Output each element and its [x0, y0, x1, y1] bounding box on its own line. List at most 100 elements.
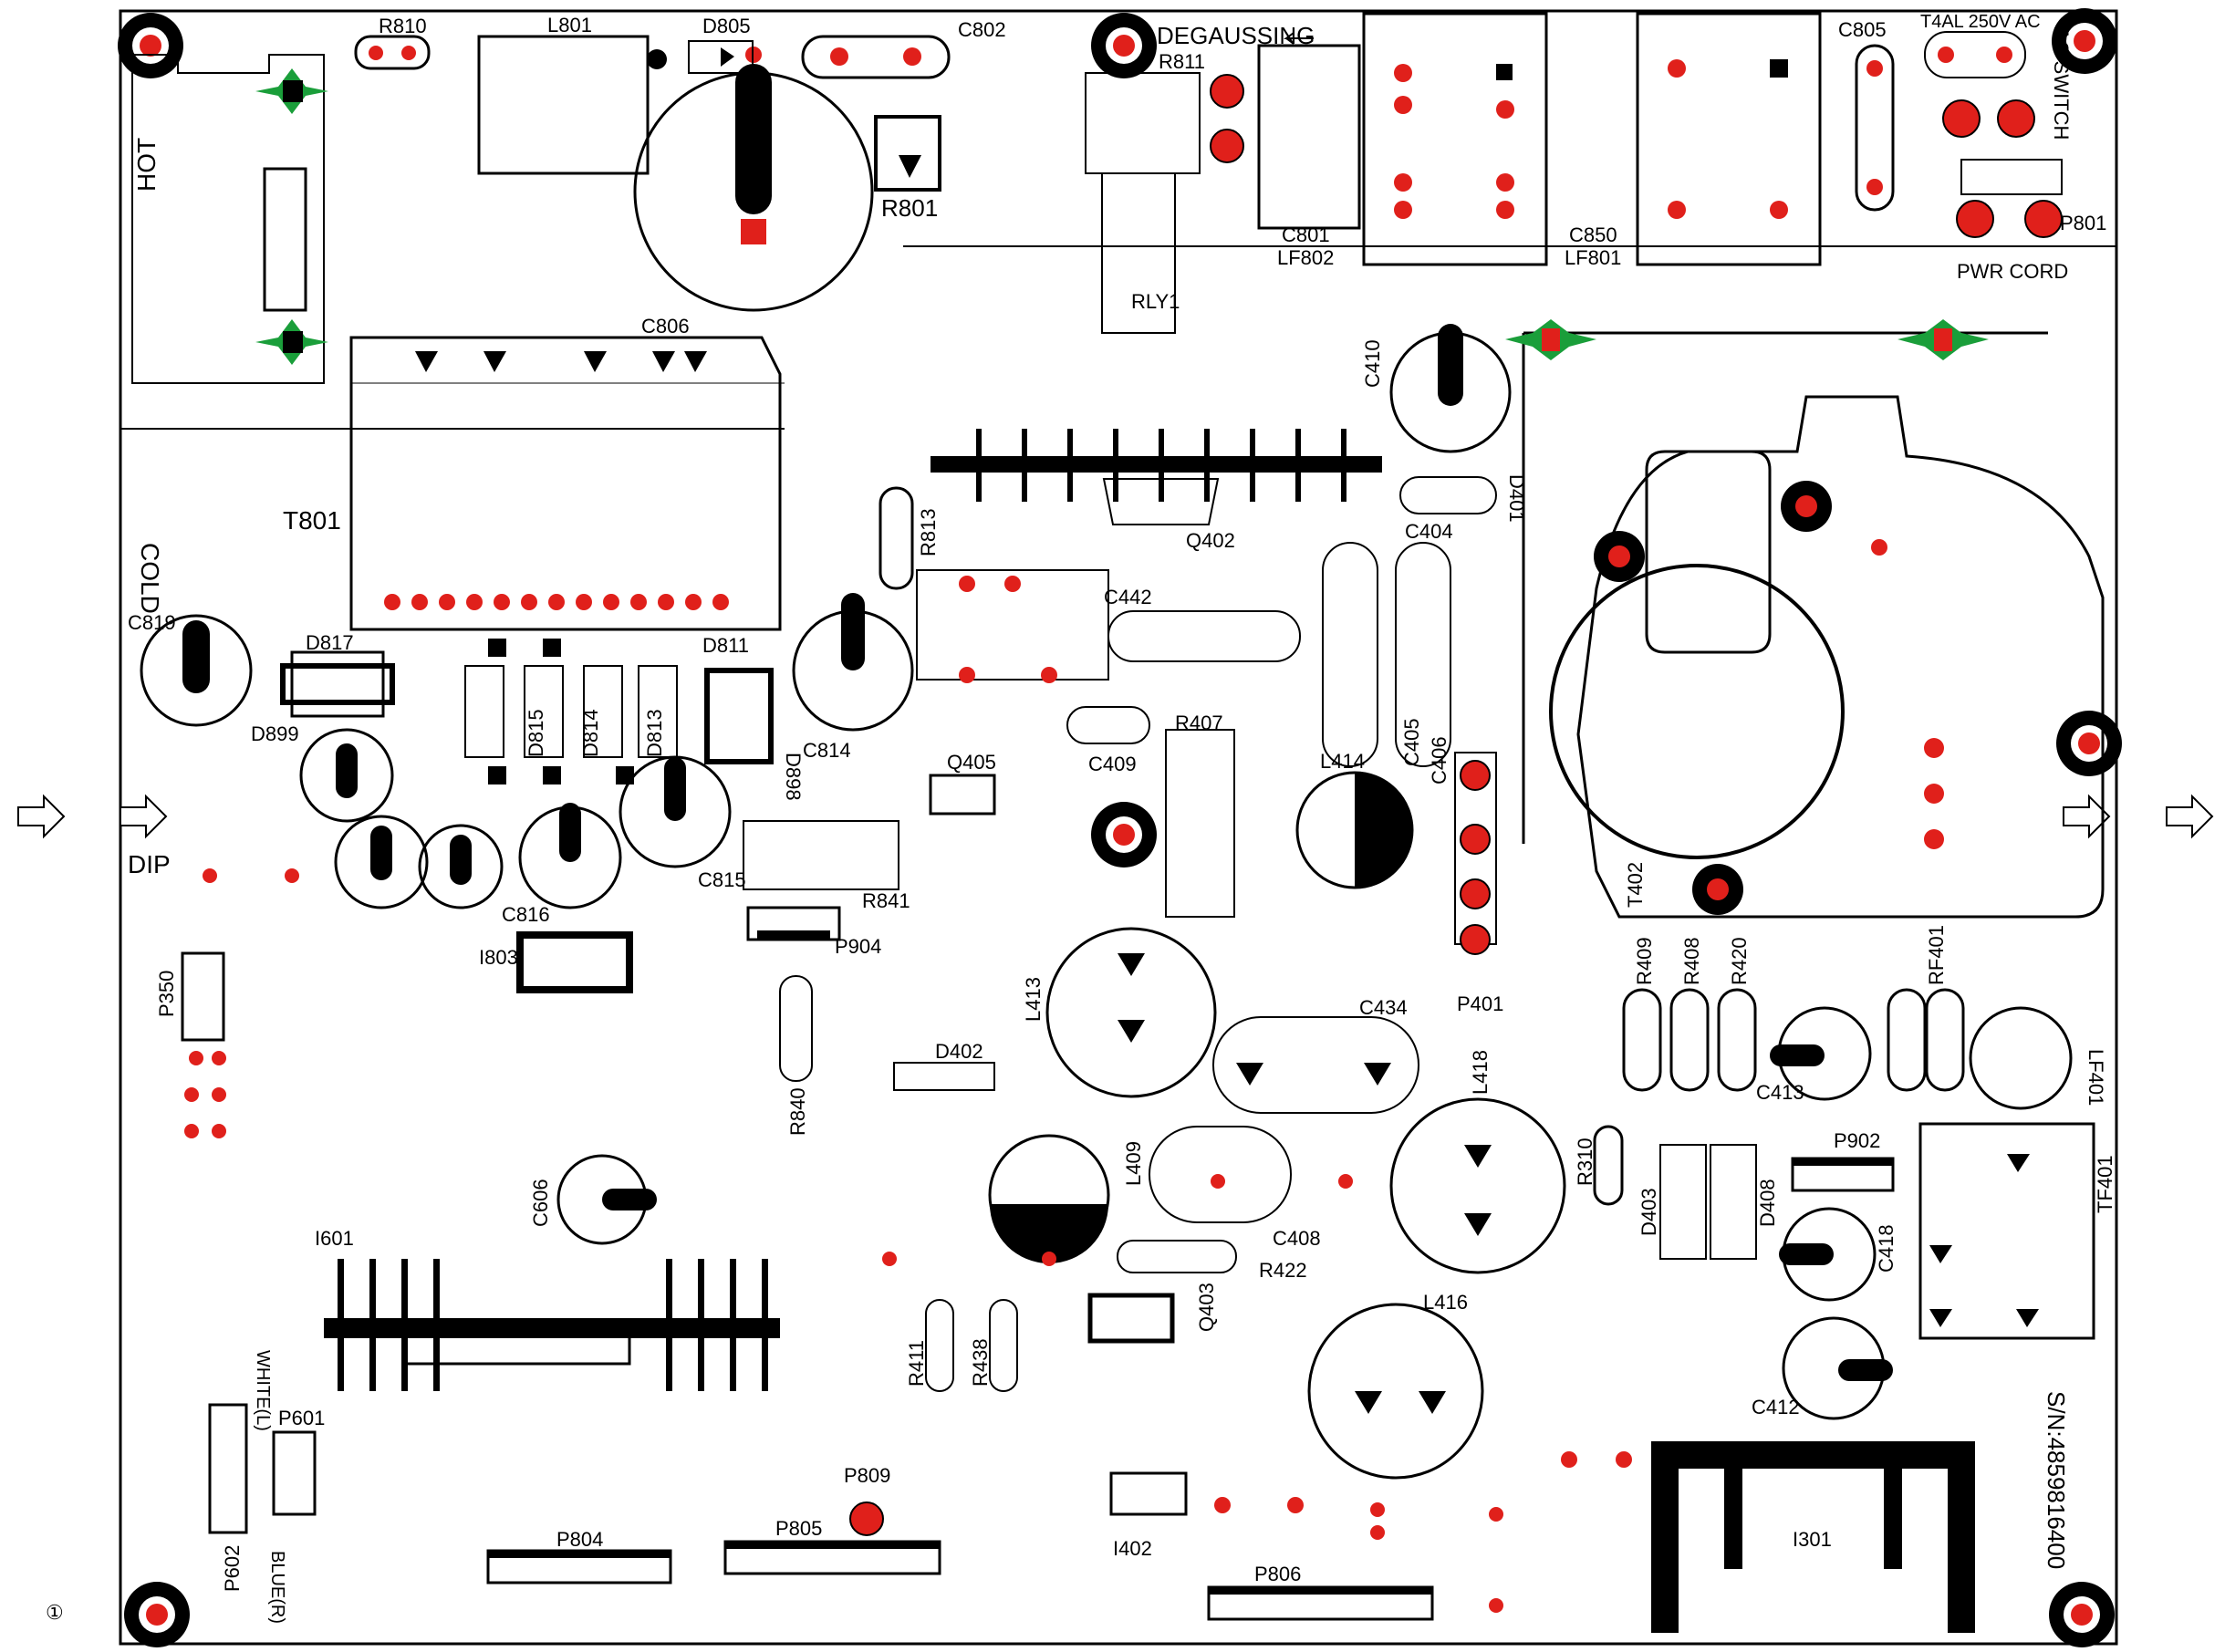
mount-hole-bottom-left — [124, 1582, 190, 1647]
label-d805: D805 — [702, 15, 751, 37]
label-p806: P806 — [1254, 1563, 1301, 1585]
label-l801: L801 — [547, 14, 592, 36]
label-c802: C802 — [958, 18, 1006, 41]
label-q403: Q403 — [1195, 1283, 1218, 1332]
label-d401: D401 — [1505, 474, 1528, 523]
label-r407: R407 — [1175, 712, 1223, 734]
label-c814: C814 — [803, 739, 851, 762]
label-p902: P902 — [1834, 1129, 1880, 1152]
connector-p809 — [849, 1501, 884, 1536]
label-c410: C410 — [1361, 339, 1384, 388]
label-hot: HOT — [132, 138, 161, 192]
transformer-t801 — [349, 336, 782, 631]
mount-hole-center — [1091, 802, 1157, 868]
flyback-t402 — [1576, 395, 2105, 919]
label-t801: T801 — [283, 506, 341, 535]
diode-row — [464, 639, 678, 784]
cord-terminal — [1956, 200, 2063, 238]
p401-pins — [1460, 760, 1491, 955]
label-cold: COLD — [136, 543, 164, 614]
label-c819: C819 — [128, 611, 176, 634]
switch-terminal — [1942, 99, 2035, 138]
flyback-mount — [1781, 481, 1832, 532]
label-p805: P805 — [775, 1517, 822, 1540]
capacitor-c819 — [140, 614, 253, 727]
label-p601: P601 — [278, 1407, 325, 1429]
flyback-mount — [1692, 864, 1743, 915]
label-i803: I803 — [479, 946, 518, 969]
label-c404: C404 — [1405, 520, 1453, 543]
label-d408: D408 — [1756, 1179, 1779, 1227]
label-r813: R813 — [917, 508, 940, 556]
t801-pad-row — [415, 351, 707, 372]
label-p401: P401 — [1457, 992, 1503, 1015]
label-d813: D813 — [643, 709, 666, 757]
transformer-tf401 — [1918, 1122, 2095, 1340]
label-c412: C412 — [1752, 1396, 1800, 1418]
label-c850: C850 — [1569, 223, 1617, 246]
green-star-marker — [255, 68, 328, 114]
label-p804: P804 — [556, 1528, 603, 1551]
label-c801: C801 — [1282, 223, 1330, 246]
inductor-l801 — [477, 35, 650, 175]
pad-p803b — [1210, 129, 1244, 163]
label-r420: R420 — [1728, 937, 1751, 985]
label-c806: C806 — [641, 315, 690, 338]
label-r810: R810 — [379, 15, 427, 37]
relay-rly1 — [1101, 172, 1176, 334]
label-q405: Q405 — [947, 751, 996, 774]
board-outline — [119, 9, 2118, 1646]
resistor-column — [1622, 988, 1965, 1092]
green-star-marker — [1897, 319, 1989, 360]
label-c805: C805 — [1838, 18, 1887, 41]
label-r841: R841 — [862, 889, 910, 912]
label-q402: Q402 — [1186, 529, 1235, 552]
label-fuse-rating: T4AL 250V AC — [1920, 12, 2041, 32]
label-d815: D815 — [525, 709, 547, 757]
label-tf401: TF401 — [2094, 1155, 2116, 1213]
heatsink-fins-i601 — [338, 1259, 768, 1391]
label-t402: T402 — [1624, 862, 1647, 908]
flyback-mount — [1594, 531, 1645, 582]
inductor-l413 — [1045, 927, 1217, 1098]
label-l416: L416 — [1423, 1291, 1468, 1314]
label-lf802: LF802 — [1277, 246, 1334, 269]
label-lf801: LF801 — [1565, 246, 1621, 269]
label-d817: D817 — [306, 631, 354, 654]
filter-lf802 — [1257, 44, 1361, 230]
label-d402: D402 — [935, 1040, 983, 1063]
label-c815: C815 — [698, 868, 746, 891]
label-i601: I601 — [315, 1227, 354, 1250]
label-blue-r: BLUE(R) — [267, 1551, 287, 1624]
board-mark: ① — [46, 1601, 64, 1624]
label-c408: C408 — [1273, 1227, 1321, 1250]
label-l414: L414 — [1320, 750, 1365, 773]
label-rf401: RF401 — [1925, 925, 1948, 985]
arrow-dip-icon — [120, 794, 168, 839]
label-l413: L413 — [1022, 977, 1045, 1022]
label-r411: R411 — [905, 1340, 928, 1387]
label-d898: D898 — [782, 753, 805, 801]
heatsink-fins — [976, 429, 1346, 502]
label-pwr-cord: PWR CORD — [1957, 260, 2068, 283]
label-white-l: WHITE(L) — [253, 1350, 273, 1431]
label-r840: R840 — [786, 1087, 809, 1136]
heatsink-i301 — [1651, 1441, 1975, 1469]
label-i301: I301 — [1793, 1528, 1832, 1551]
label-c406: C406 — [1428, 736, 1450, 784]
label-rly1: RLY1 — [1131, 290, 1180, 313]
scattered-pads — [184, 576, 1632, 1613]
mount-hole-bottom-right — [2049, 1582, 2115, 1647]
label-r438: R438 — [969, 1338, 992, 1387]
label-c418: C418 — [1875, 1224, 1897, 1273]
label-c409: C409 — [1088, 753, 1137, 775]
label-r422: R422 — [1259, 1259, 1307, 1282]
label-d811: D811 — [702, 634, 749, 657]
pad-p803a — [1210, 74, 1244, 109]
capacitor-cluster — [299, 593, 914, 909]
label-d899: D899 — [251, 722, 299, 745]
label-c606: C606 — [529, 1179, 552, 1227]
arrow-left-icon — [17, 794, 66, 839]
label-d814: D814 — [579, 709, 602, 757]
